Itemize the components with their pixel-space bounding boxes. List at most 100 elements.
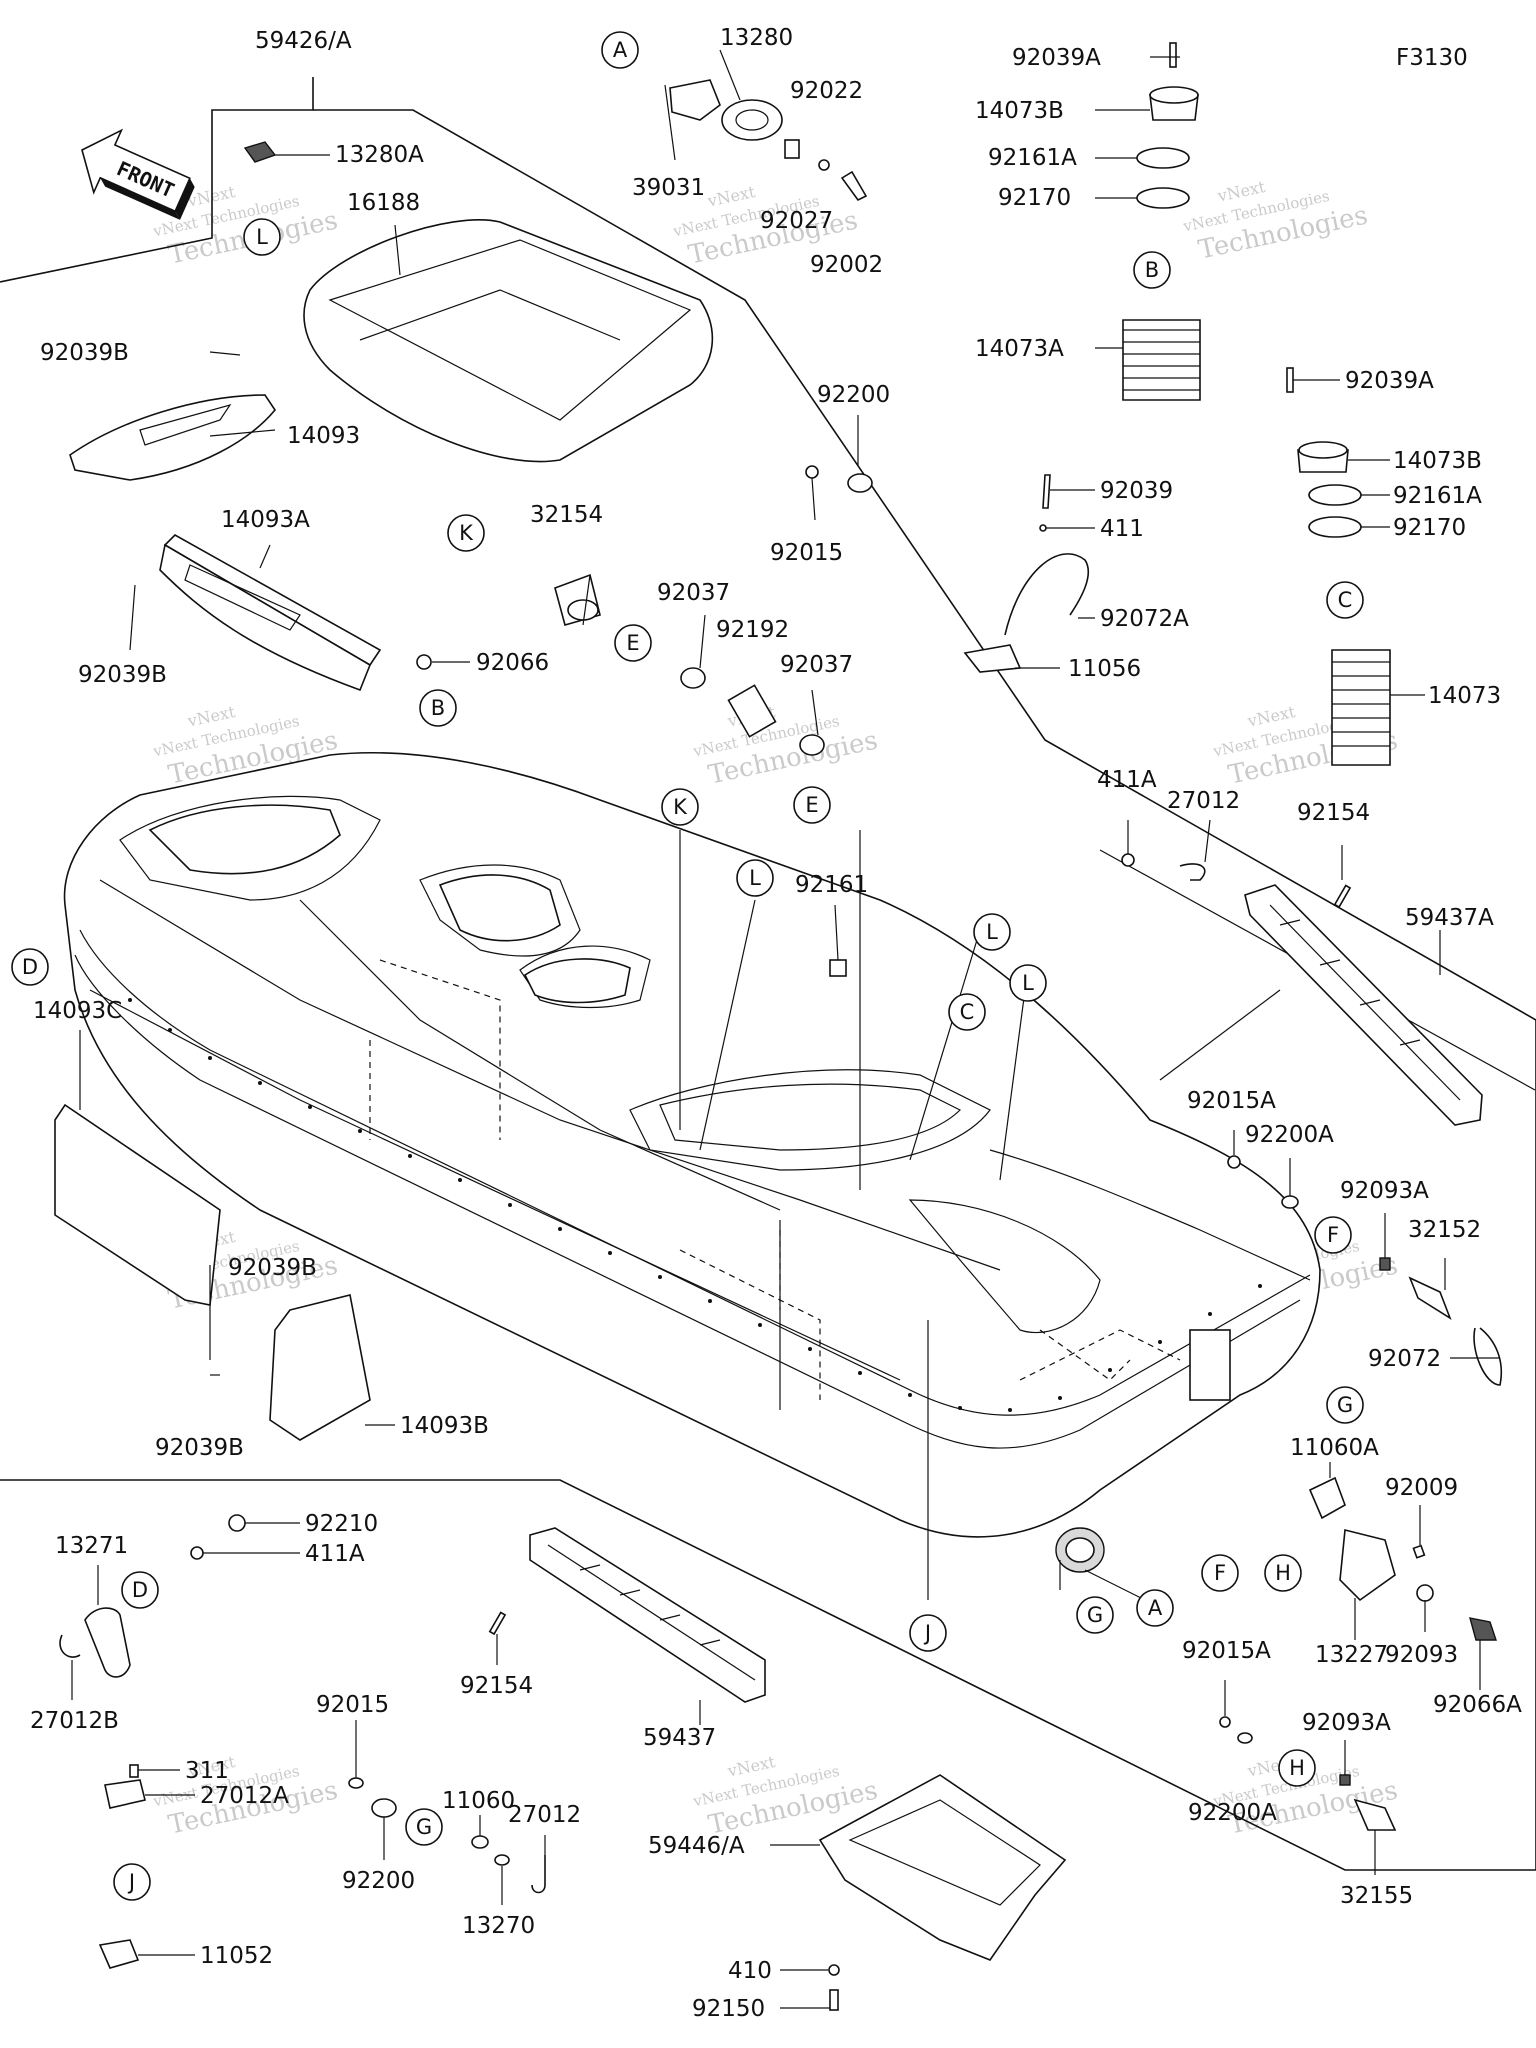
label-92192: 92192 [716,617,789,643]
callout-L: L [1009,964,1047,1002]
part-92161 [829,959,847,977]
label-92066: 92066 [476,650,549,676]
part-92154 [488,1611,507,1636]
label-13227: 13227 [1315,1642,1388,1668]
callout-G: G [405,1808,443,1846]
part-92009 [1412,1544,1426,1559]
part-92002 [840,170,868,202]
svg-text:E: E [805,793,818,817]
part-92192 [727,684,777,738]
svg-text:J: J [127,1870,135,1894]
part-92015A [1227,1155,1241,1169]
label-92027: 92027 [760,208,833,234]
label-92002: 92002 [810,252,883,278]
part-92161A [1136,147,1190,169]
label-92039B: 92039B [155,1435,244,1461]
callout-B: B [1133,251,1171,289]
label-92022: 92022 [790,78,863,104]
label-92039: 92039 [1100,478,1173,504]
label-13271: 13271 [55,1533,128,1559]
label-411A: 411A [305,1541,365,1567]
svg-text:K: K [459,521,474,545]
part-92015A [1219,1716,1231,1728]
svg-text:L: L [986,920,998,944]
label-16188: 16188 [347,190,420,216]
part-92022 [818,159,830,171]
label-92039B: 92039B [40,340,129,366]
label-11060A: 11060A [1290,1435,1379,1461]
label-14093C: 14093C [33,998,122,1024]
svg-text:G: G [1087,1603,1103,1627]
label-92200A: 92200A [1188,1800,1277,1826]
label-92154: 92154 [1297,800,1370,826]
part-92154 [1333,884,1352,909]
parts [54,42,1503,2011]
part-92200 [847,473,873,493]
part-92161A [1308,484,1362,506]
label-92039A: 92039A [1012,45,1101,71]
callout-L: L [973,913,1011,951]
svg-text:L: L [256,225,268,249]
label-92200: 92200 [817,382,890,408]
part-32155 [1353,1798,1397,1831]
label-14073B: 14073B [1393,448,1482,474]
part-411A [1121,853,1135,867]
callout-K: K [661,788,699,826]
label-14073B: 14073B [975,98,1064,124]
label-59446A: 59446/A [648,1833,745,1859]
label-92039A: 92039A [1345,368,1434,394]
label-92093A: 92093A [1302,1710,1391,1736]
svg-text:E: E [626,631,639,655]
part-92200A [1237,1732,1253,1744]
callout-A: A [601,31,639,69]
label-27012: 27012 [508,1802,581,1828]
part-32152 [1408,1276,1452,1320]
label-27012B: 27012B [30,1708,119,1734]
part-labels: F3130 59426/A 13280A 16188 92039B 14093 … [30,25,1522,2022]
label-11056: 11056 [1068,656,1141,682]
callout-E: E [793,786,831,824]
part-27012B [59,1634,81,1658]
label-27012A: 27012A [200,1783,289,1809]
svg-text:G: G [416,1815,432,1839]
leader-lines [71,49,1500,2009]
label-92200: 92200 [342,1868,415,1894]
callout-markers: A B B C C D D E E F F G G G A H H J J K … [11,31,1364,1901]
label-92154: 92154 [460,1673,533,1699]
part-59446A [818,1774,1067,1961]
callout-J: J [113,1863,151,1901]
part-92093 [1416,1584,1434,1602]
part-92210 [228,1514,246,1532]
label-32152: 32152 [1408,1217,1481,1243]
part-411A [190,1546,204,1560]
label-92093: 92093 [1385,1642,1458,1668]
label-92015: 92015 [316,1692,389,1718]
part-92039A [1286,367,1294,393]
part-13280 [721,99,783,141]
callout-D: D [121,1571,159,1609]
label-92009: 92009 [1385,1475,1458,1501]
callout-H: H [1264,1554,1302,1592]
part-11056 [963,644,1022,673]
callout-L: L [243,218,281,256]
svg-text:B: B [431,696,445,720]
part-59437A [1244,884,1483,1126]
label-92037: 92037 [780,652,853,678]
label-92161A: 92161A [1393,483,1482,509]
part-92072A [1004,553,1090,636]
label-39031: 39031 [632,175,705,201]
label-410: 410 [728,1958,772,1984]
part-27012 [531,1855,546,1894]
callout-C: C [1326,581,1364,619]
callout-J: J [909,1614,947,1652]
part-27012A [104,1779,146,1809]
part-92039A [1169,42,1177,68]
label-13280A: 13280A [335,142,424,168]
part-92150 [829,1989,839,2011]
label-13280: 13280 [720,25,793,51]
part-14073 [1331,649,1391,766]
part-92093A [1379,1257,1391,1271]
label-14073: 14073 [1428,683,1501,709]
svg-text:J: J [923,1621,931,1645]
svg-text:H: H [1289,1756,1305,1780]
